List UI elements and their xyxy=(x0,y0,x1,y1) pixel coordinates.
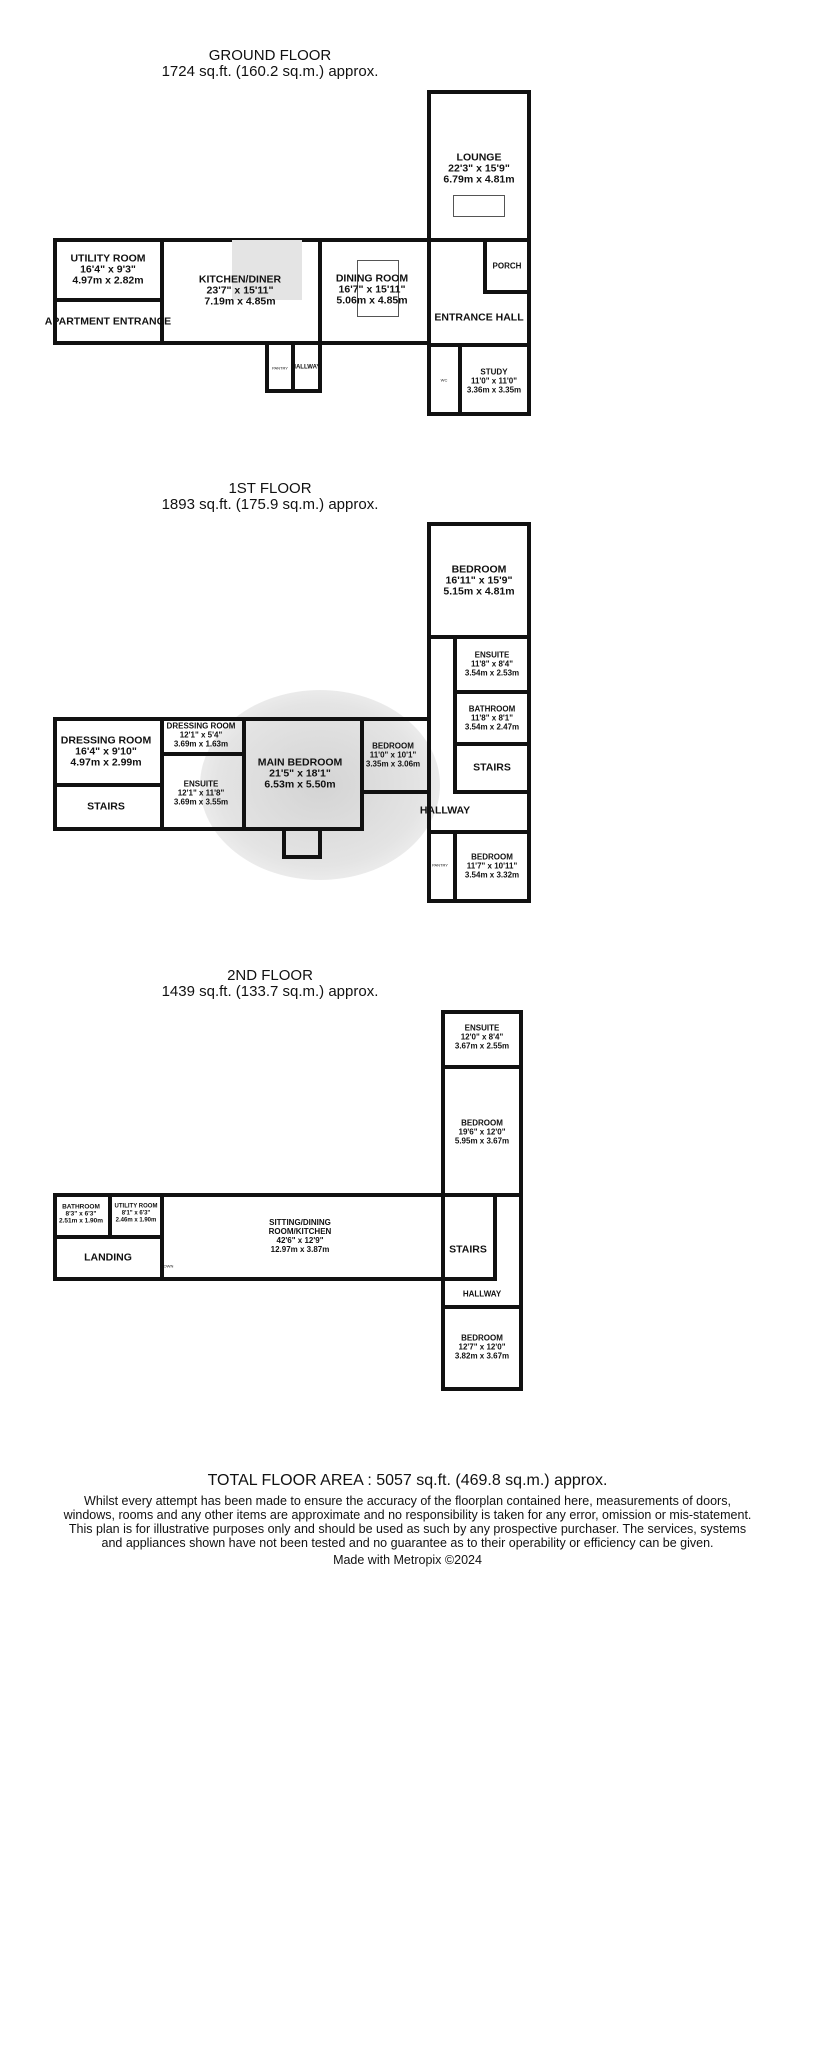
study xyxy=(458,343,531,416)
hallway xyxy=(291,341,322,393)
hallway-label: HALLWAY xyxy=(291,364,321,371)
utility-room xyxy=(108,1193,164,1239)
apartment-entrance xyxy=(53,298,164,345)
total-floor-area: TOTAL FLOOR AREA : 5057 sq.ft. (469.8 sq… xyxy=(207,1472,608,1489)
dining-table xyxy=(357,260,399,317)
stairs xyxy=(441,1193,497,1281)
down-label: DOWN xyxy=(160,1263,174,1269)
disclaimer: Whilst every attempt has been made to en… xyxy=(63,1494,752,1550)
porch xyxy=(483,238,531,294)
pantry xyxy=(265,341,295,393)
bedroom-2 xyxy=(453,830,531,903)
bedroom-2 xyxy=(441,1305,523,1391)
wc xyxy=(427,343,462,416)
bedroom xyxy=(427,522,531,639)
sofa xyxy=(453,195,505,217)
ensuite xyxy=(453,635,531,694)
made-with: Made with Metropix ©2024 xyxy=(333,1553,482,1567)
hallway-label: HALLWAY xyxy=(419,804,471,817)
pantry-label: PANTRY xyxy=(272,365,288,371)
stairs-left-label: STAIRS xyxy=(87,800,125,813)
porch-label: PORCH xyxy=(492,261,522,271)
wc-label: WC xyxy=(440,377,448,383)
utility-room xyxy=(53,238,164,302)
landing-label: LANDING xyxy=(84,1251,132,1264)
bedroom xyxy=(441,1065,523,1197)
main-bedroom-bay xyxy=(282,827,322,859)
ensuite xyxy=(441,1010,523,1069)
apartment-label: APARTMENT ENTRANCE xyxy=(44,315,172,328)
bedroom-3 xyxy=(360,717,431,794)
stairs-label: STAIRS xyxy=(473,761,511,774)
stairs-label: STAIRS xyxy=(449,1243,487,1256)
kitchen-worktop xyxy=(232,240,302,300)
pantry-label: PANTRY xyxy=(432,862,448,868)
stairs xyxy=(453,742,531,794)
hallway-label: HALLWAY xyxy=(462,1289,502,1299)
landing xyxy=(53,1235,164,1281)
entrance-label: ENTRANCE HALL xyxy=(434,311,524,324)
